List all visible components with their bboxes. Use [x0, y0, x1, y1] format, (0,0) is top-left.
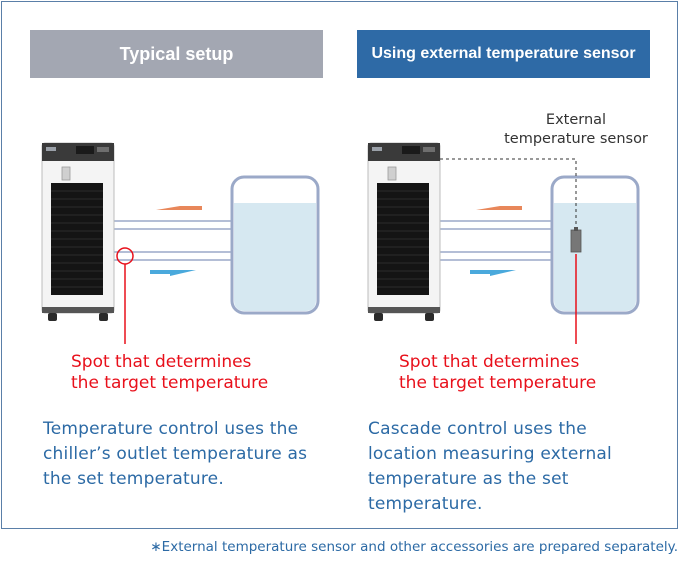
- left-supply-pipe: [109, 251, 237, 261]
- left-return-pipe: [109, 220, 237, 230]
- right-tank: [550, 175, 640, 315]
- left-pipes: [109, 220, 237, 261]
- right-supply-arrow: [470, 270, 516, 276]
- right-tank-water: [554, 203, 636, 311]
- left-return-arrow: [156, 206, 202, 210]
- right-chiller-caster: [425, 313, 434, 321]
- left-setup: [41, 142, 320, 344]
- right-supply-pipe: [435, 251, 557, 261]
- right-return-pipe: [435, 220, 557, 230]
- left-chiller-caster: [48, 313, 57, 321]
- external-sensor-probe: [570, 229, 582, 253]
- diagram-frame: [1, 1, 678, 529]
- typical-setup-header: Typical setup: [30, 30, 323, 78]
- left-spot-label: Spot that determines the target temperat…: [71, 352, 269, 393]
- external-sensor-label: External temperature sensor: [504, 112, 648, 147]
- right-pipes: [435, 220, 557, 261]
- left-tank: [230, 175, 320, 315]
- right-chiller: [367, 142, 441, 321]
- footnote: ∗External temperature sensor and other a…: [150, 539, 678, 555]
- right-chiller-caster: [374, 313, 383, 321]
- external-sensor-header: Using external temperature sensor: [357, 30, 650, 78]
- right-setup: [367, 142, 640, 344]
- right-spot-label: Spot that determines the target temperat…: [399, 352, 597, 393]
- right-description: Cascade control uses the location measur…: [368, 419, 612, 514]
- left-tank-water: [234, 203, 316, 311]
- right-return-arrow: [476, 206, 522, 210]
- left-chiller-caster: [99, 313, 108, 321]
- left-supply-arrow: [150, 270, 196, 276]
- left-chiller: [41, 142, 115, 321]
- left-description: Temperature control uses the chiller’s o…: [43, 419, 308, 489]
